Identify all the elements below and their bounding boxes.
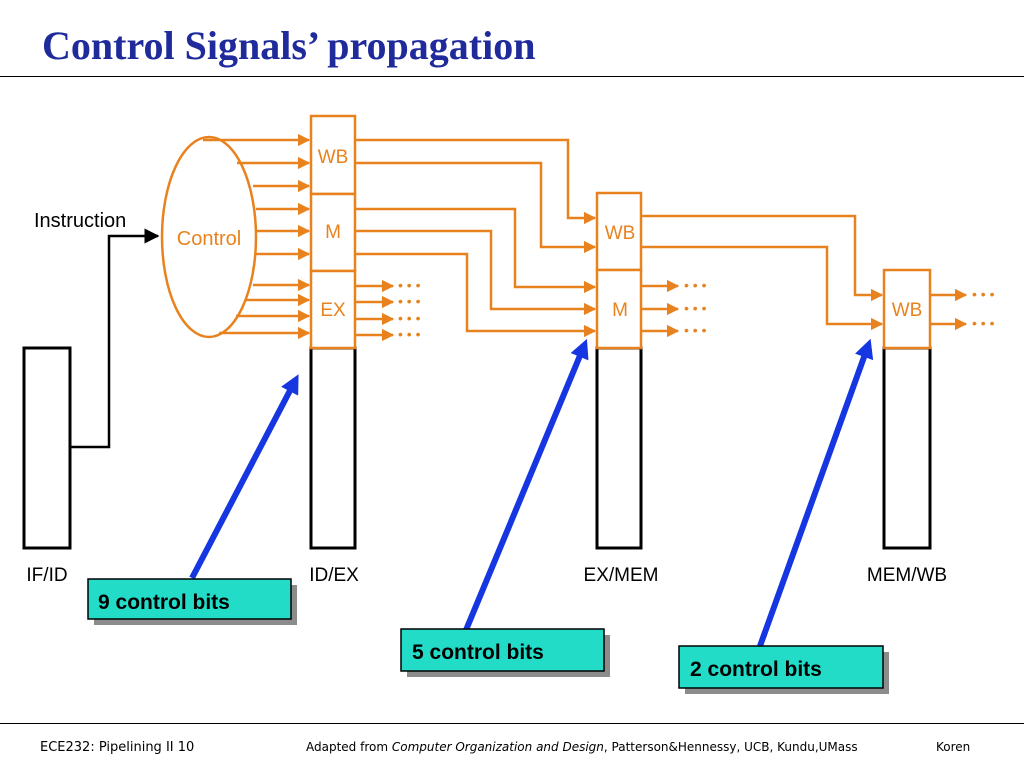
id-ex-ex-field	[309, 269, 357, 350]
control-unit	[160, 135, 258, 339]
svg-text:• • •: • • •	[398, 326, 421, 342]
ex-mem-m-label: M	[612, 300, 628, 321]
callout-9-text: 9 control bits	[98, 591, 230, 614]
footer-course: ECE232: Pipelining II 10	[40, 740, 195, 755]
if-id-register	[22, 346, 72, 550]
callout-5-bits: 5 control bits	[400, 628, 610, 677]
attribution-suffix: , Patterson&Hennessy, UCB, Kundu,UMass	[603, 740, 858, 754]
ex-mem-wb-label: WB	[605, 223, 636, 244]
mem-wb-wb-label: WB	[892, 300, 923, 321]
id-ex-register	[309, 346, 357, 550]
id-ex-control-fields: WB M EX	[309, 114, 357, 350]
ex-mem-m-field	[595, 268, 643, 350]
footer-divider	[0, 723, 1024, 724]
svg-text:• • •: • • •	[398, 277, 421, 293]
id-ex-wb-field	[309, 114, 357, 196]
arrow-9-bits	[189, 374, 299, 580]
footer-attribution: Adapted from Computer Organization and D…	[306, 740, 858, 754]
svg-text:• • •: • • •	[398, 310, 421, 326]
ex-mem-label: EX/MEM	[584, 565, 659, 586]
ex-mem-wb-field	[595, 191, 643, 272]
control-output-arrows	[203, 133, 311, 340]
svg-text:• • •: • • •	[684, 322, 707, 338]
mem-wb-label: MEM/WB	[867, 565, 947, 586]
footer-author: Koren	[936, 740, 971, 754]
arrow-2-bits	[757, 338, 874, 648]
svg-text:• • •: • • •	[684, 277, 707, 293]
svg-text:• • •: • • •	[972, 286, 995, 302]
id-ex-label: ID/EX	[309, 565, 359, 586]
title-divider	[0, 76, 1024, 77]
instruction-line	[70, 228, 160, 449]
svg-text:• • •: • • •	[972, 315, 995, 331]
ex-mem-to-mem-wb-arrows	[641, 214, 884, 331]
id-ex-ex-label: EX	[320, 300, 346, 321]
ex-mem-register	[595, 346, 643, 550]
id-ex-wb-label: WB	[318, 147, 349, 168]
m-signal-arrows	[641, 279, 680, 338]
id-ex-m-label: M	[325, 222, 341, 243]
svg-text:• • •: • • •	[398, 293, 421, 309]
wb-ellipsis: • • • • • •	[972, 286, 995, 331]
callout-9-bits: 9 control bits	[87, 578, 297, 625]
mem-wb-register	[882, 346, 932, 550]
if-id-label: IF/ID	[26, 565, 67, 586]
callout-2-text: 2 control bits	[690, 658, 822, 681]
id-ex-to-ex-mem-arrows	[355, 138, 597, 338]
control-label: Control	[177, 228, 241, 250]
attribution-prefix: Adapted from	[306, 740, 392, 754]
callout-5-text: 5 control bits	[412, 641, 544, 664]
ex-ellipsis: • • • • • • • • • • • •	[398, 277, 421, 342]
instruction-label: Instruction	[34, 210, 126, 232]
callout-2-bits: 2 control bits	[678, 645, 889, 694]
ex-signal-arrows	[355, 279, 395, 342]
mem-wb-wb-field	[882, 268, 932, 350]
attribution-book: Computer Organization and Design	[391, 740, 604, 754]
m-ellipsis: • • • • • • • • •	[684, 277, 707, 338]
ex-mem-control-fields: WB M	[595, 191, 643, 350]
arrow-5-bits	[463, 338, 589, 632]
slide-title: Control Signals’ propagation	[42, 23, 536, 68]
callout-arrows	[189, 338, 874, 648]
wb-signal-arrows	[930, 288, 968, 331]
svg-text:• • •: • • •	[684, 300, 707, 316]
